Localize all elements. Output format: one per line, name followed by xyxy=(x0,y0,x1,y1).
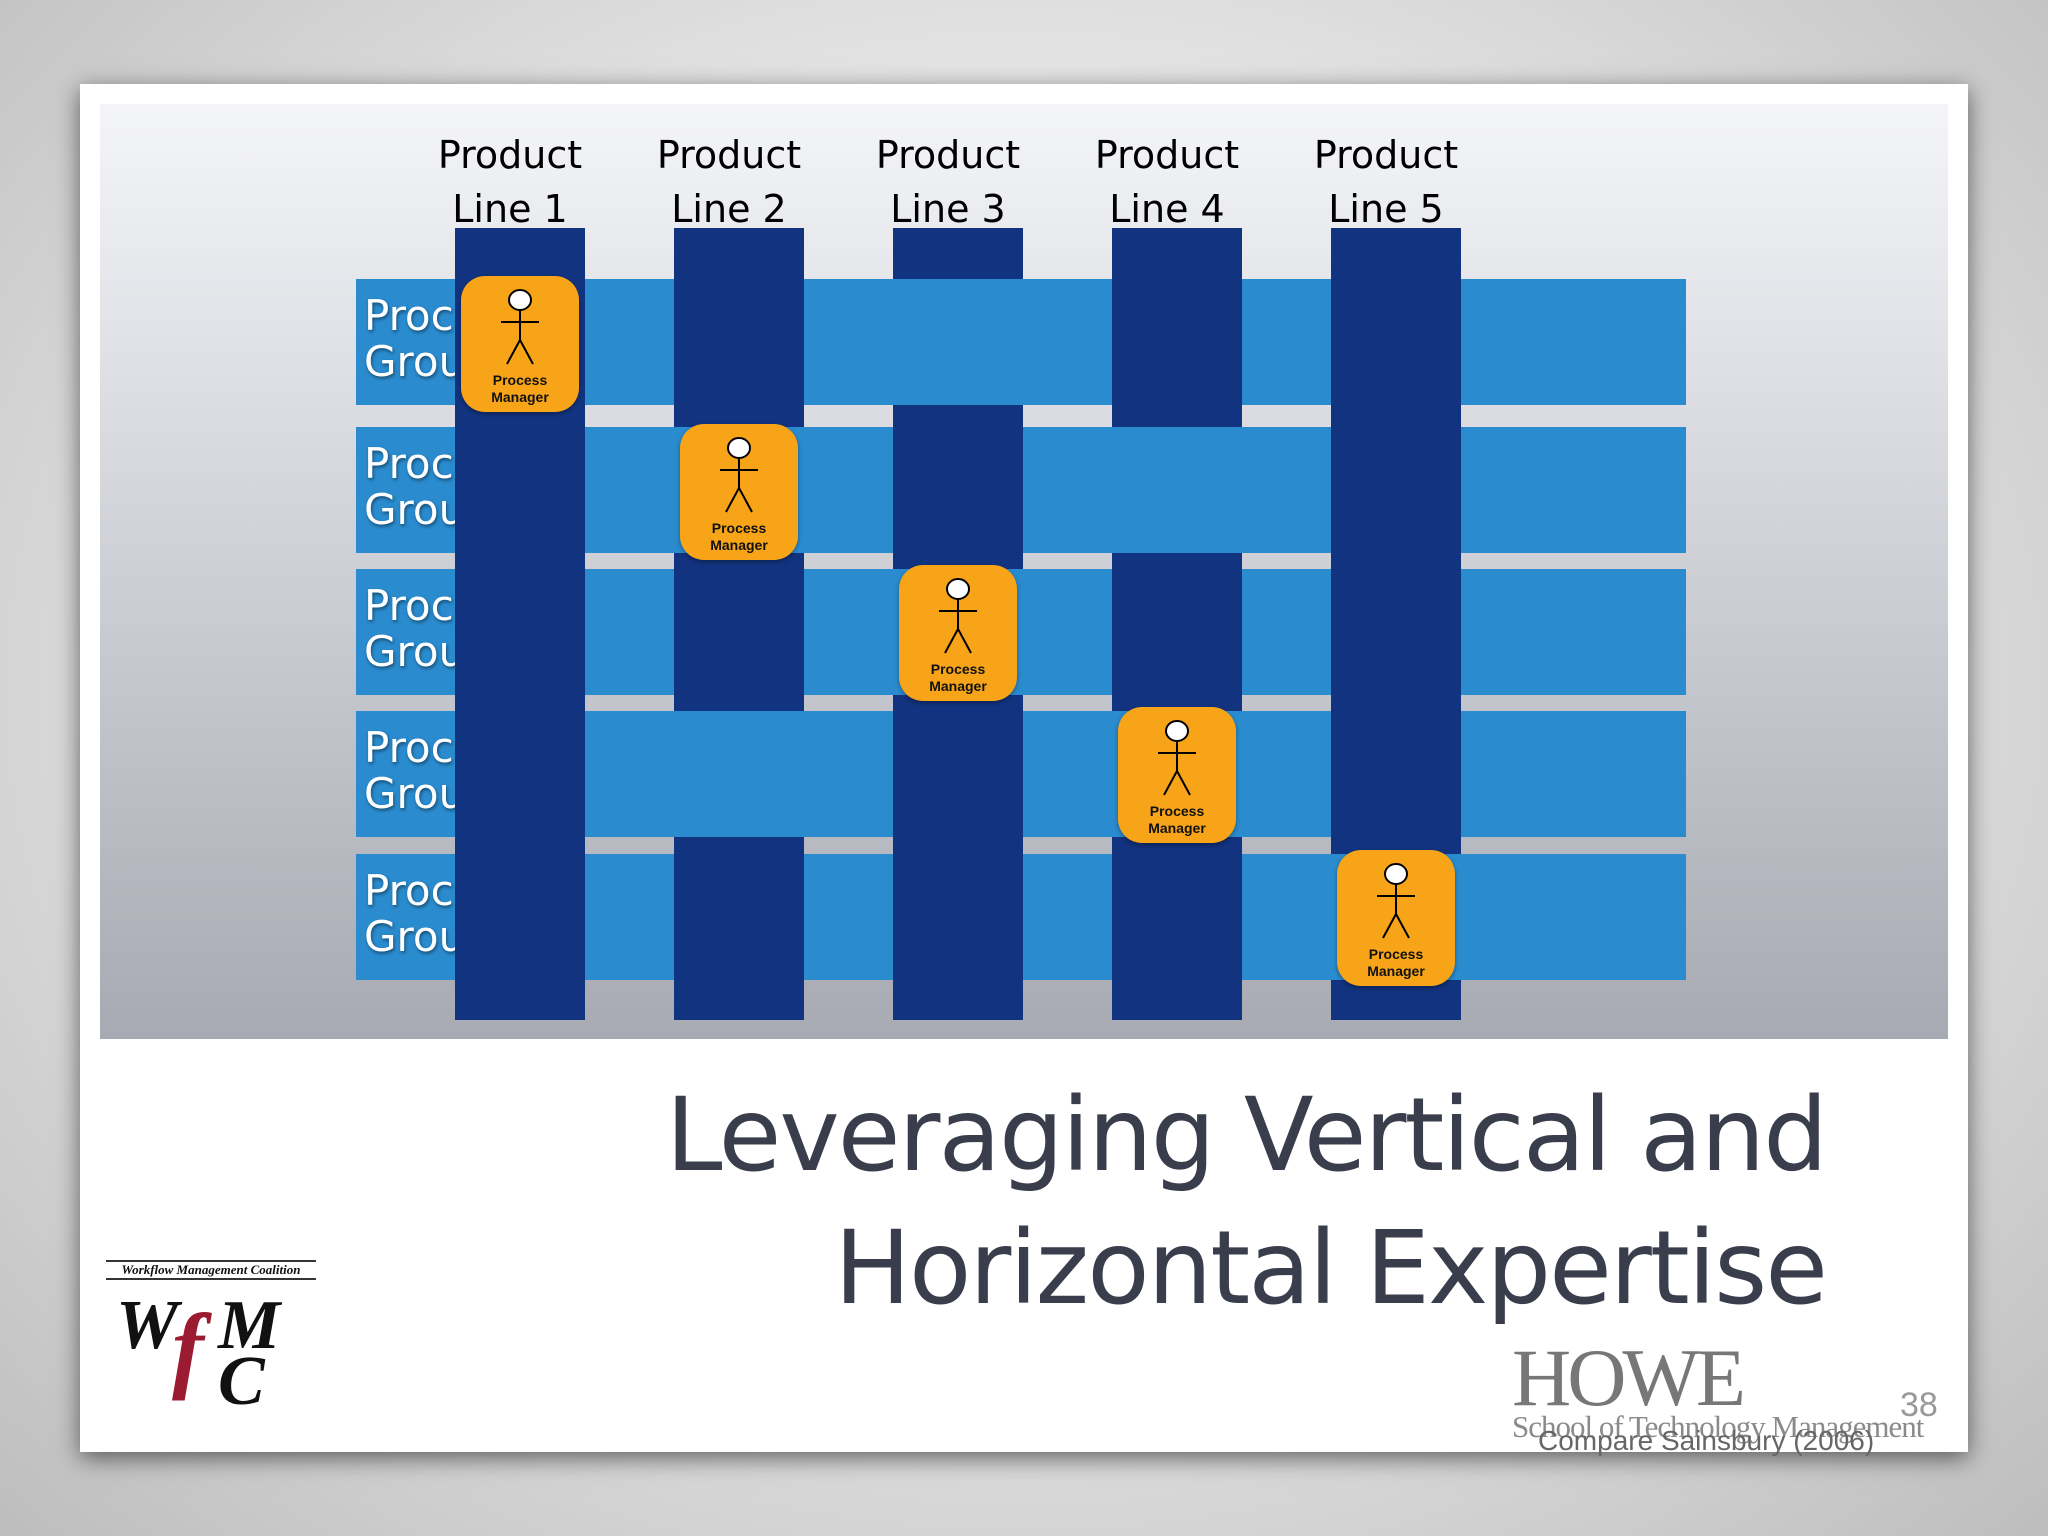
weave-cell xyxy=(674,854,804,980)
weave-cell xyxy=(1331,569,1461,695)
stick-figure-icon xyxy=(939,578,977,654)
stick-figure-icon xyxy=(1158,720,1196,796)
weave-cell xyxy=(674,569,804,695)
weave-cell xyxy=(1112,569,1242,695)
svg-text:C: C xyxy=(218,1343,266,1420)
weave-cell xyxy=(893,854,1023,980)
weave-cell xyxy=(674,279,804,405)
citation: Compare Sainsbury (2006) xyxy=(1538,1425,1875,1456)
wfmc-logo: W f M C xyxy=(116,1287,283,1420)
weave-cell xyxy=(1331,711,1461,837)
weave-cell xyxy=(1112,279,1242,405)
weave-cell xyxy=(893,427,1023,553)
weave-cell xyxy=(893,711,1023,837)
weave-cell xyxy=(455,427,585,553)
weave-cell xyxy=(1112,854,1242,980)
weave-cell xyxy=(455,569,585,695)
wfmc-logo-caption: Workflow Management Coalition xyxy=(106,1260,316,1280)
slide-title: Leveraging Vertical and Horizontal Exper… xyxy=(665,1076,1828,1328)
stick-figure-icon xyxy=(720,437,758,513)
svg-text:M: M xyxy=(217,1287,283,1364)
svg-text:W: W xyxy=(116,1287,183,1364)
stick-figure-icon xyxy=(1377,863,1415,939)
svg-text:f: f xyxy=(172,1294,212,1401)
weave-cell xyxy=(1331,279,1461,405)
howe-logo-name: HOWE xyxy=(1512,1332,1746,1423)
weave-cell xyxy=(1331,427,1461,553)
stick-figure-icon xyxy=(501,289,539,365)
howe-logo-school: School of Technology Management xyxy=(1512,1409,1924,1444)
weave-cell xyxy=(455,711,585,837)
weave-cell xyxy=(455,854,585,980)
page-number: 38 xyxy=(1900,1386,1938,1424)
